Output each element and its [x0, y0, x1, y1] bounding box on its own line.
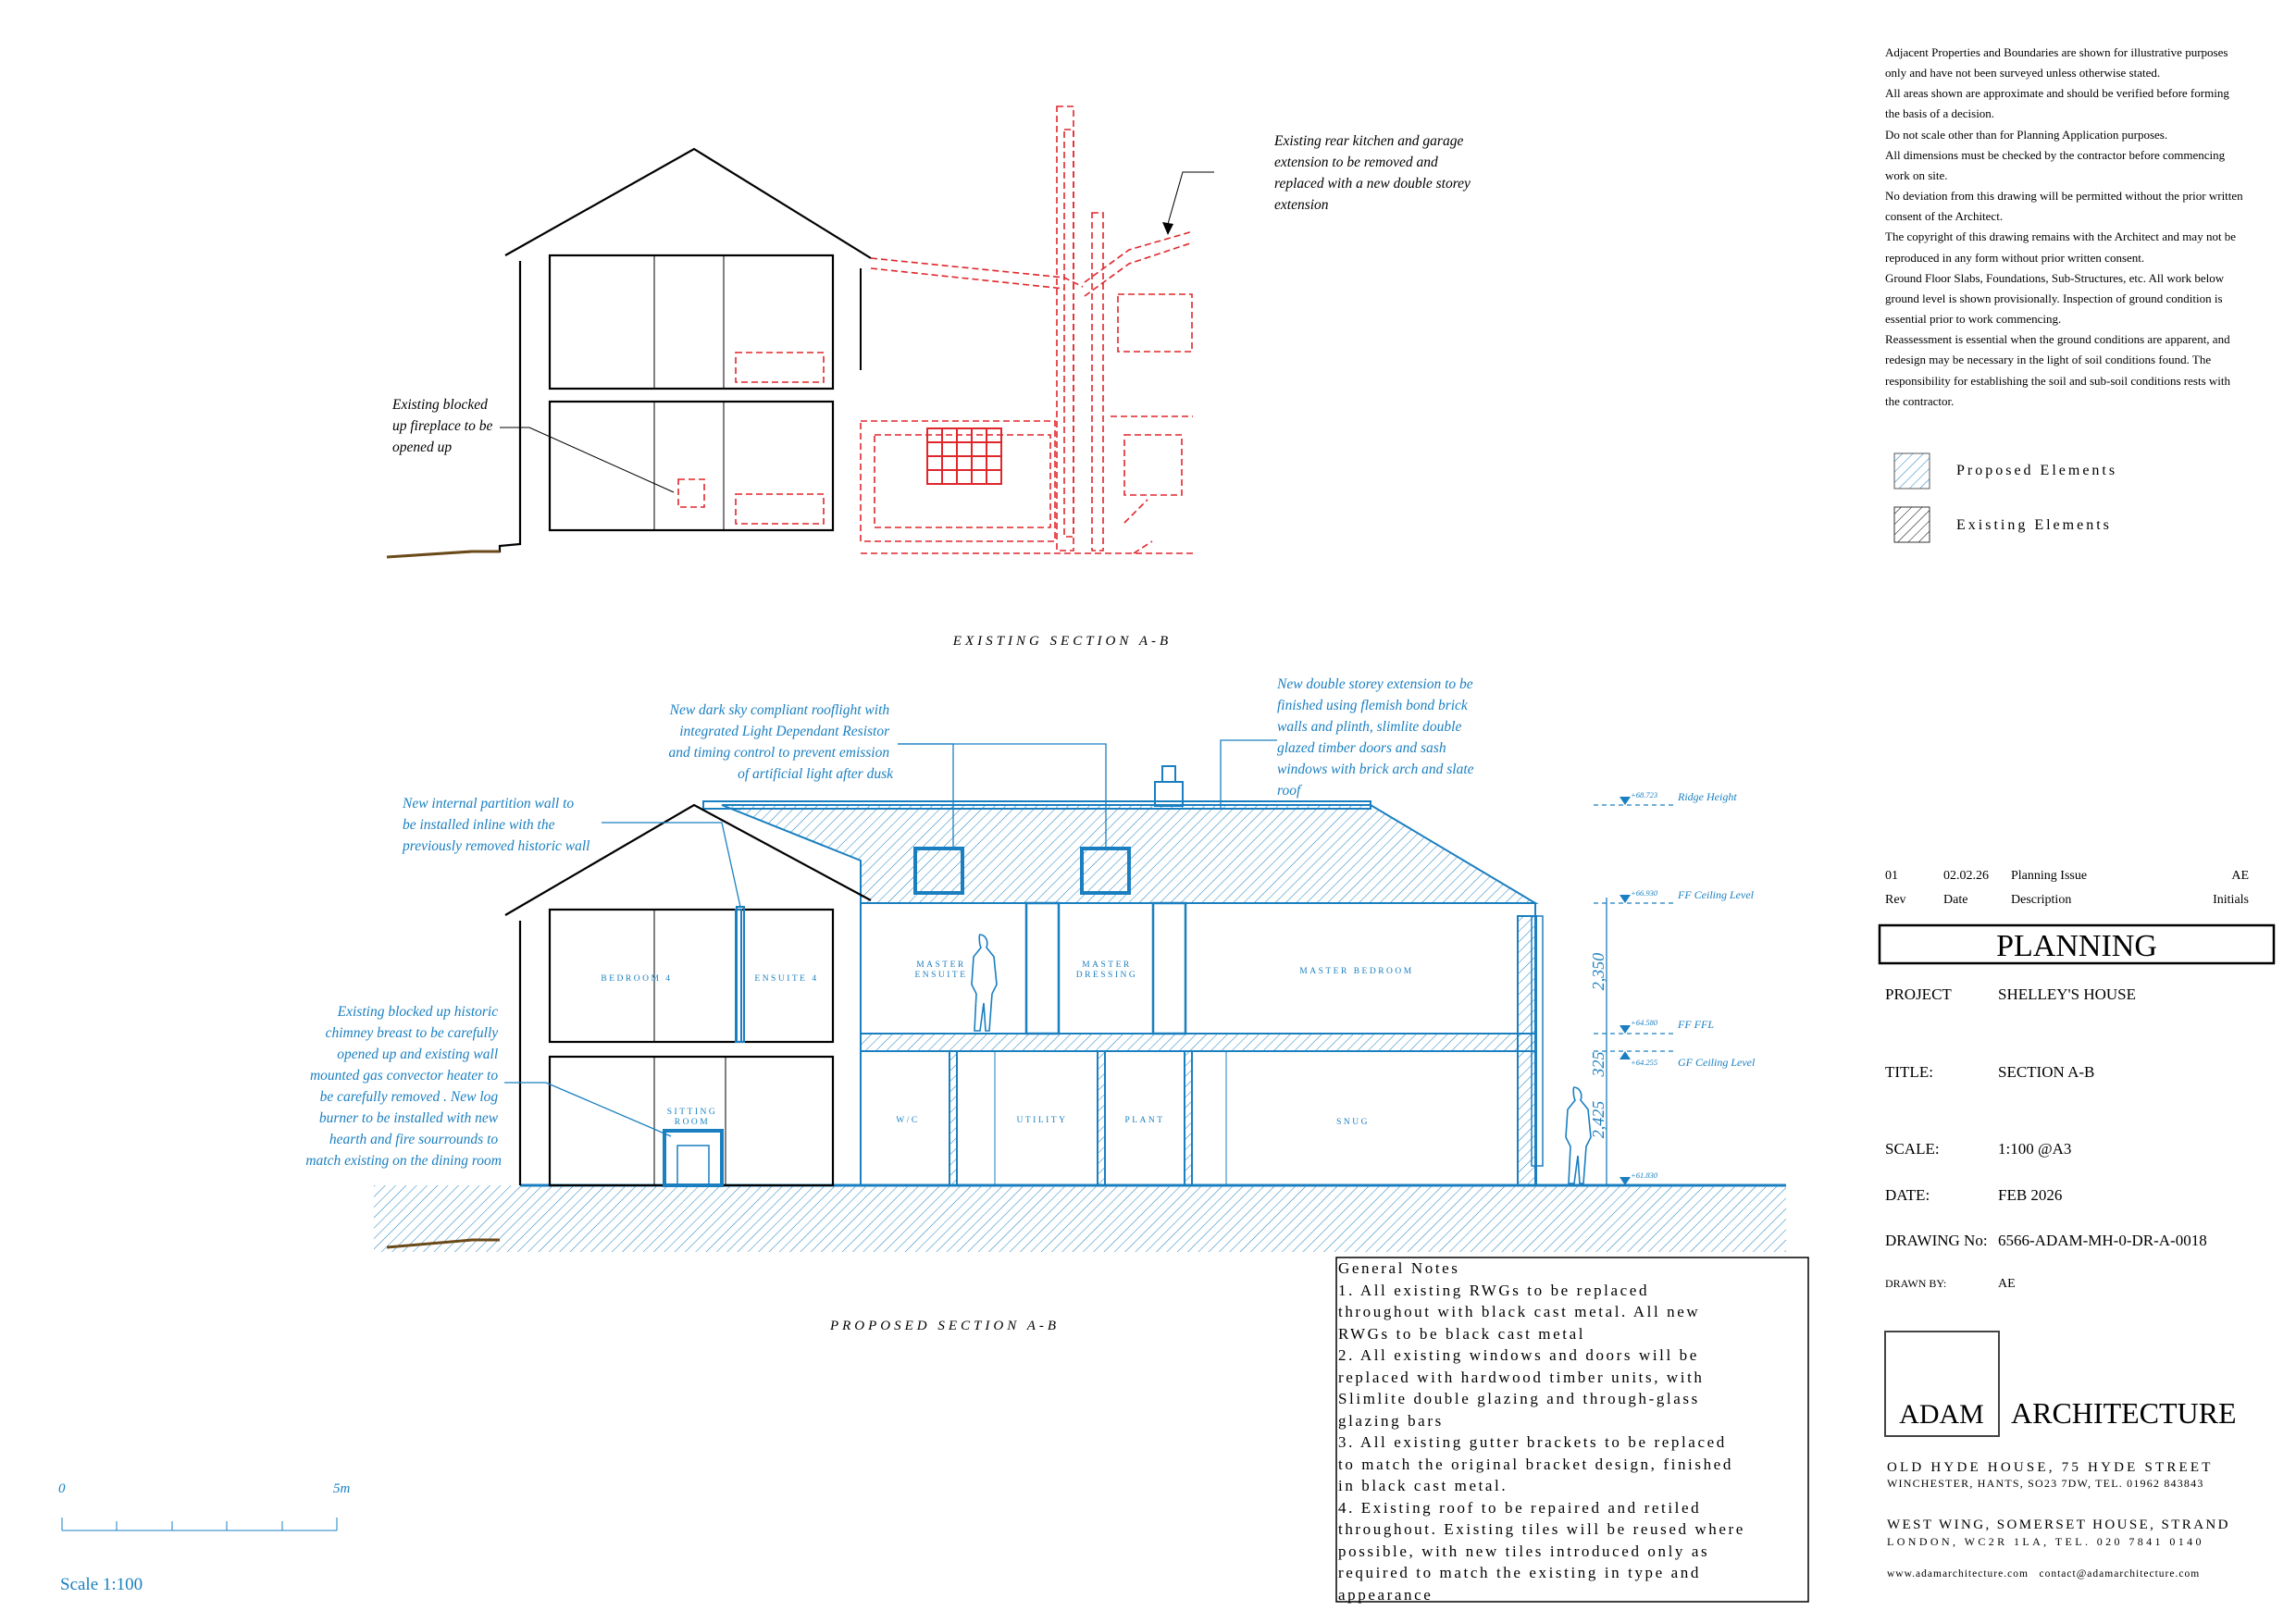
svg-text:ARCHITECTURE: ARCHITECTURE [2011, 1396, 2237, 1430]
svg-text:1:100 @A3: 1:100 @A3 [1998, 1140, 2071, 1158]
room-label: ENSUITE [914, 971, 967, 980]
note-fireplace: Existing blocked up fireplace to be open… [391, 397, 496, 455]
existing-section-title: EXISTING SECTION A-B [952, 634, 1172, 649]
legend-existing: Existing Elements [1956, 517, 2112, 533]
proposed-section: BEDROOM 4 ENSUITE 4 SITTING ROOM MASTER … [305, 676, 1786, 1333]
svg-text:General Notes 1. All exi: General Notes 1. All existing RWGs to be… [1338, 1259, 1752, 1604]
proposed-section-title: PROPOSED SECTION A-B [829, 1319, 1060, 1333]
human-figure-icon [1565, 1086, 1592, 1184]
room-label: PLANT [1124, 1116, 1164, 1125]
svg-text:FEB 2026: FEB 2026 [1998, 1186, 2062, 1204]
fireplace [663, 1129, 724, 1187]
level-value: +64.580 [1631, 1018, 1658, 1027]
legend-proposed: Proposed Elements [1956, 463, 2117, 478]
svg-text:ADAM: ADAM [1899, 1399, 1984, 1430]
svg-text:Rev: Rev [1885, 893, 1906, 907]
svg-text:SHELLEY'S HOUSE: SHELLEY'S HOUSE [1998, 985, 2136, 1003]
dimension-slab: 325 [1589, 1052, 1607, 1078]
svg-text:DRAWING No:: DRAWING No: [1885, 1232, 1988, 1249]
revision-table: 01 02.02.26 Planning Issue AE Rev Date D… [1885, 869, 2249, 907]
svg-text:DATE:: DATE: [1885, 1186, 1930, 1204]
note-rear-extension: Existing rear kitchen and garage extensi… [1273, 133, 1474, 213]
room-label: BEDROOM 4 [601, 974, 672, 984]
firm-logo: ADAM ARCHITECTURE [1884, 1331, 2237, 1437]
firm-addresses: OLD HYDE HOUSE, 75 HYDE STREET WINCHESTE… [1887, 1460, 2230, 1580]
room-label: ENSUITE 4 [754, 974, 818, 984]
room-label: SNUG [1336, 1118, 1370, 1127]
level-label: GF Ceiling Level [1678, 1056, 1756, 1069]
note-partition: New internal partition wall to be instal… [402, 796, 590, 854]
level-label: FF Ceiling Level [1677, 888, 1755, 901]
svg-text:WEST WING, SOMERSET HOUSE, STR: WEST WING, SOMERSET HOUSE, STRAND [1887, 1518, 2230, 1532]
scale-bar: 0 5m Scale 1:100 [58, 1481, 351, 1594]
svg-text:AE: AE [1998, 1277, 2016, 1291]
room-label: MASTER [1082, 960, 1132, 970]
svg-text:01: 01 [1885, 869, 1898, 883]
note-rooflight: New dark sky compliant rooflight with in… [668, 702, 894, 782]
svg-text:LONDON, WC2R 1LA, TEL. 020 784: LONDON, WC2R 1LA, TEL. 020 7841 0140 [1887, 1535, 2204, 1548]
svg-text:TITLE:: TITLE: [1885, 1063, 1933, 1081]
level-value: +68.723 [1631, 790, 1657, 799]
scale-end: 5m [333, 1481, 351, 1496]
room-label: SITTING [667, 1108, 717, 1117]
disclaimer-notes: Adjacent Properties and Boundaries are s… [1885, 45, 2246, 408]
svg-text:02.02.26: 02.02.26 [1943, 869, 1989, 883]
removed-extension [860, 105, 1194, 554]
room-label: DRESSING [1076, 971, 1137, 980]
dimension-gf: 2,425 [1589, 1101, 1607, 1139]
scale-label: Scale 1:100 [60, 1575, 143, 1594]
room-label: MASTER [916, 960, 966, 970]
svg-text:WINCHESTER, HANTS, SO23 7DW, T: WINCHESTER, HANTS, SO23 7DW, TEL. 01962 … [1887, 1477, 2204, 1490]
svg-text:Initials: Initials [2213, 893, 2249, 907]
room-label: W/C [896, 1116, 919, 1125]
level-label: Ridge Height [1677, 790, 1737, 803]
proposed-swatch [1893, 452, 1930, 489]
svg-text:SCALE:: SCALE: [1885, 1140, 1940, 1158]
status-label: PLANNING [1996, 929, 2157, 963]
svg-text:PROJECT: PROJECT [1885, 985, 1952, 1003]
room-label: MASTER BEDROOM [1299, 967, 1413, 976]
general-notes: General Notes 1. All existing RWGs to be… [1335, 1257, 1809, 1604]
room-label: ROOM [675, 1118, 711, 1127]
scale-start: 0 [58, 1481, 66, 1496]
level-value: +66.930 [1631, 888, 1658, 898]
existing-section: Existing rear kitchen and garage extensi… [386, 105, 1474, 649]
level-label: FF FFL [1677, 1018, 1714, 1031]
room-label: UTILITY [1017, 1116, 1068, 1125]
level-markers [1594, 804, 1675, 1052]
status-box [1878, 923, 2276, 965]
svg-text:SECTION A-B: SECTION A-B [1998, 1063, 2094, 1081]
rooflight-1 [913, 847, 964, 895]
svg-text:OLD HYDE HOUSE, 75 HYDE STREET: OLD HYDE HOUSE, 75 HYDE STREET [1887, 1460, 2214, 1475]
level-value: +61.830 [1631, 1171, 1658, 1180]
svg-text:AE: AE [2231, 869, 2249, 883]
dimension-ff: 2,350 [1589, 953, 1607, 991]
existing-swatch [1893, 506, 1930, 543]
svg-text:Date: Date [1943, 893, 1967, 907]
svg-text:Description: Description [2011, 893, 2071, 907]
svg-text:6566-ADAM-MH-0-DR-A-0018: 6566-ADAM-MH-0-DR-A-0018 [1998, 1232, 2207, 1249]
legend: Proposed Elements Existing Elements [1893, 452, 2117, 543]
svg-text:www.adamarchitecture.com con: www.adamarchitecture.com contact@adamarc… [1887, 1568, 2200, 1580]
svg-text:DRAWN BY:: DRAWN BY: [1885, 1277, 1946, 1290]
level-value: +64.255 [1631, 1058, 1657, 1067]
note-chimney: Existing blocked up historic chimney bre… [305, 1004, 502, 1169]
note-extension: New double storey extension to be finish… [1276, 676, 1477, 799]
chimney [1154, 781, 1184, 807]
title-block: PROJECT SHELLEY'S HOUSE TITLE: SECTION A… [1885, 985, 2207, 1291]
svg-text:Planning Issue: Planning Issue [2011, 869, 2087, 883]
human-figure-icon [971, 934, 998, 1032]
